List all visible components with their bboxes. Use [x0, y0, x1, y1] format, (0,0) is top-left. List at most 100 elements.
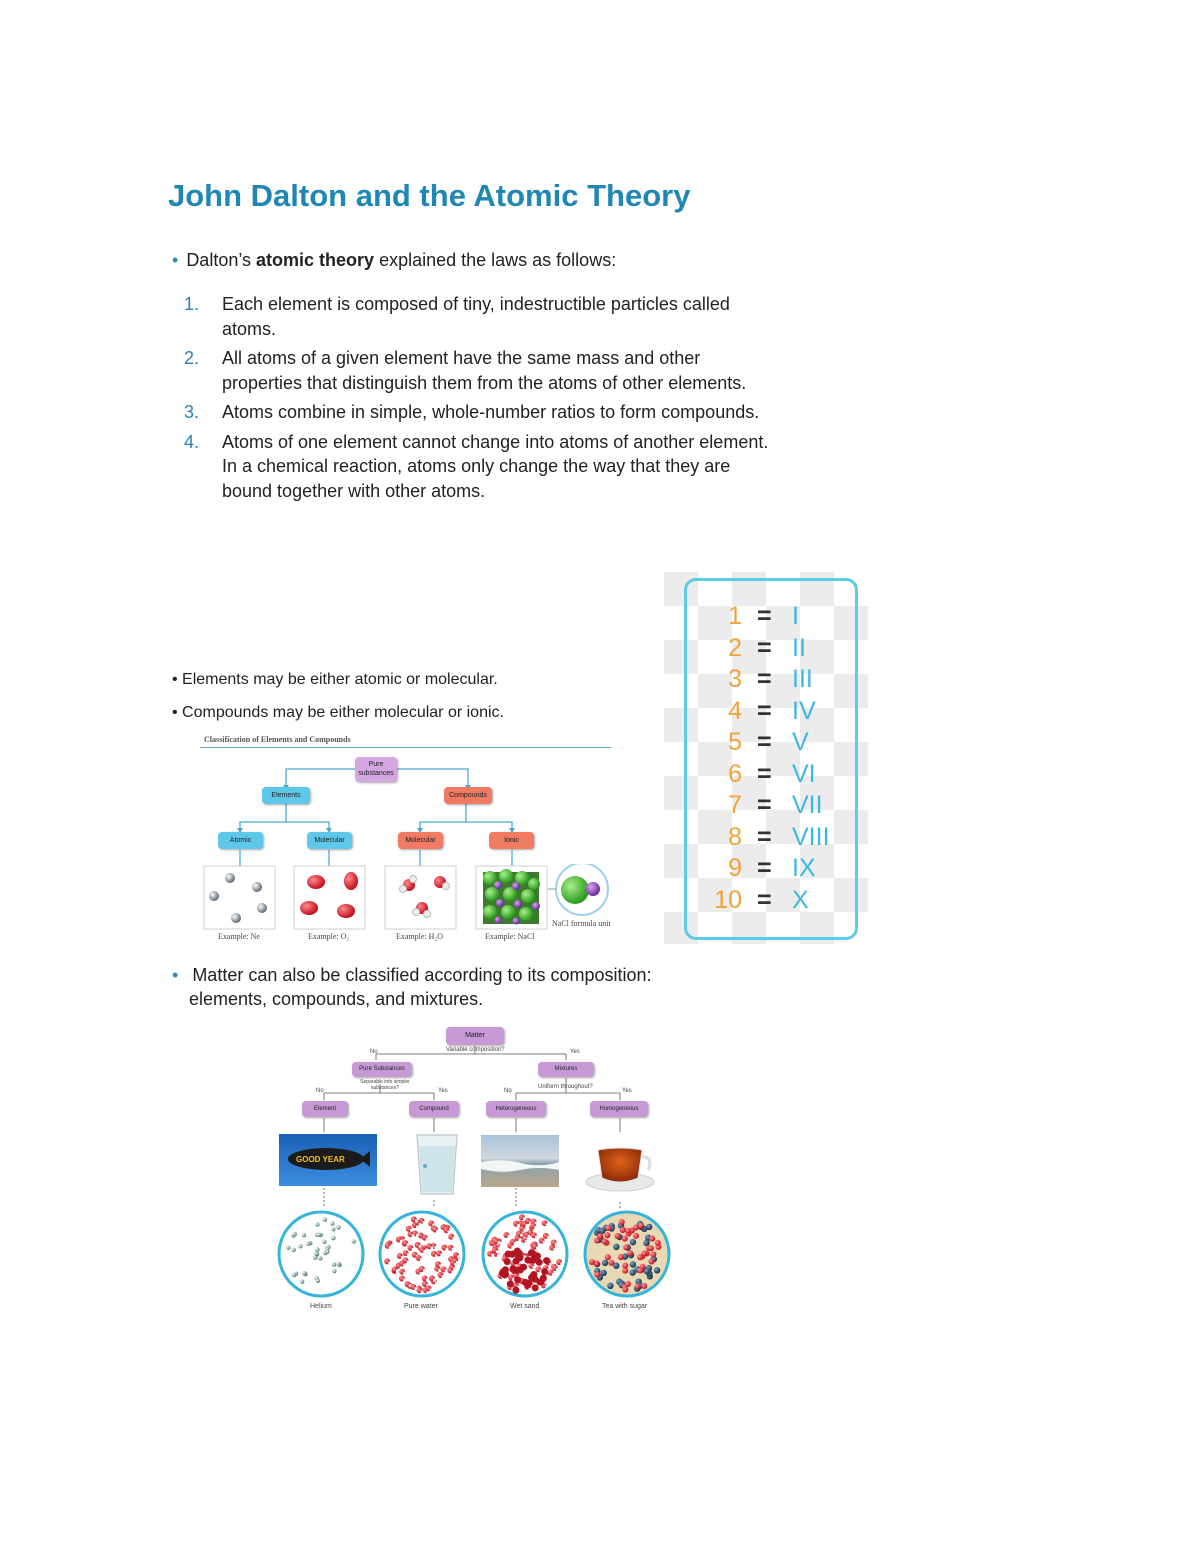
particle	[531, 1284, 539, 1292]
compounds-bullet: • Compounds may be either molecular or i…	[172, 704, 504, 721]
particle	[506, 1280, 514, 1288]
particle	[629, 1269, 636, 1276]
particle	[406, 1243, 410, 1247]
particle	[451, 1247, 455, 1251]
caption-water: Example: H₂O	[396, 932, 443, 941]
particle	[641, 1250, 648, 1257]
particle	[454, 1262, 458, 1266]
particle	[542, 1240, 546, 1244]
particle	[638, 1222, 645, 1229]
particle	[507, 1235, 511, 1239]
particle	[504, 1250, 512, 1258]
list-text: Each element is composed of tiny, indest…	[222, 294, 730, 339]
matter-photos: GOOD YEAR	[279, 1132, 659, 1200]
particle	[624, 1280, 631, 1287]
list-number: 3.	[184, 402, 200, 422]
list-text: Atoms combine in simple, whole-number ra…	[222, 402, 760, 422]
particle	[549, 1262, 553, 1266]
particle	[419, 1271, 423, 1275]
particle	[653, 1267, 661, 1274]
roman-numeral: V	[792, 728, 809, 756]
particle	[315, 1247, 320, 1252]
matter-line-2: elements, compounds, and mixtures.	[189, 989, 484, 1009]
particle	[594, 1271, 601, 1278]
particle	[513, 1247, 521, 1255]
node-molecular-element: Molecular	[307, 832, 352, 849]
caption-wet-sand: Wet sand	[510, 1303, 540, 1310]
arabic-number: 10	[714, 885, 742, 914]
particle	[534, 1248, 538, 1252]
equals-sign: =	[757, 759, 772, 788]
intro-bullet: •Dalton’s atomic theory explained the la…	[172, 250, 616, 271]
particle	[532, 1265, 536, 1269]
particle	[418, 1222, 422, 1226]
particle	[543, 1257, 551, 1265]
particle	[618, 1218, 625, 1225]
particle	[632, 1224, 639, 1231]
node-element: Element	[302, 1101, 348, 1117]
list-item: 2.All atoms of a given element have the …	[180, 346, 770, 395]
particle	[292, 1231, 297, 1237]
particle	[560, 1262, 564, 1266]
caption-nacl-unit: NaCl formula unit	[552, 919, 611, 928]
blimp-photo: GOOD YEAR	[279, 1134, 377, 1186]
particle	[441, 1274, 445, 1278]
particle	[331, 1227, 336, 1232]
roman-numeral: I	[792, 602, 799, 630]
bullet-dot: •	[172, 965, 179, 985]
particle	[524, 1239, 528, 1243]
particle	[351, 1239, 356, 1244]
particle	[425, 1237, 429, 1241]
roman-row: 1=I	[664, 602, 868, 633]
example-images	[203, 864, 609, 930]
particle	[520, 1233, 524, 1237]
list-item: 3. Atoms combine in simple, whole-number …	[180, 400, 770, 425]
matter-connectors	[323, 1046, 621, 1208]
page-title: John Dalton and the Atomic Theory	[168, 178, 691, 213]
particle	[496, 1253, 500, 1257]
particle	[599, 1227, 606, 1234]
label-no-3: No	[504, 1088, 512, 1094]
particle	[641, 1282, 648, 1289]
particle	[406, 1260, 410, 1264]
particle	[601, 1238, 608, 1245]
list-item: 1.Each element is composed of tiny, inde…	[180, 292, 770, 341]
node-atomic: Atomic	[218, 832, 263, 849]
water-glass-photo	[408, 1132, 464, 1198]
particle	[419, 1257, 423, 1261]
particle	[589, 1259, 596, 1266]
node-matter: Matter	[446, 1027, 504, 1045]
equals-sign: =	[757, 602, 772, 630]
roman-numeral: IX	[792, 854, 816, 882]
particle	[608, 1259, 615, 1266]
particle	[614, 1232, 621, 1239]
node-mixtures: Mixtures	[538, 1062, 594, 1077]
particle	[336, 1261, 342, 1267]
particle	[457, 1255, 461, 1259]
particle	[522, 1217, 526, 1221]
roman-numerals-box	[684, 578, 858, 940]
particle	[440, 1253, 444, 1257]
list-text: Atoms of one element cannot change into …	[222, 431, 769, 501]
particle	[331, 1236, 336, 1241]
particle	[535, 1246, 539, 1250]
particle	[444, 1269, 448, 1273]
particle	[399, 1239, 403, 1243]
particle	[499, 1241, 503, 1245]
particle	[605, 1225, 612, 1232]
particle	[418, 1244, 422, 1248]
particle	[403, 1271, 407, 1275]
particle	[403, 1278, 407, 1282]
classification-connectors	[237, 768, 515, 866]
particle	[420, 1290, 424, 1294]
equals-sign: =	[757, 854, 772, 882]
particle	[553, 1247, 557, 1251]
particle	[619, 1227, 626, 1234]
particle	[551, 1272, 555, 1276]
roman-row: 6=VI	[664, 760, 868, 791]
particle	[514, 1254, 522, 1262]
particle	[623, 1244, 630, 1251]
particle	[452, 1236, 456, 1240]
particle	[322, 1239, 327, 1244]
particle	[601, 1259, 609, 1267]
